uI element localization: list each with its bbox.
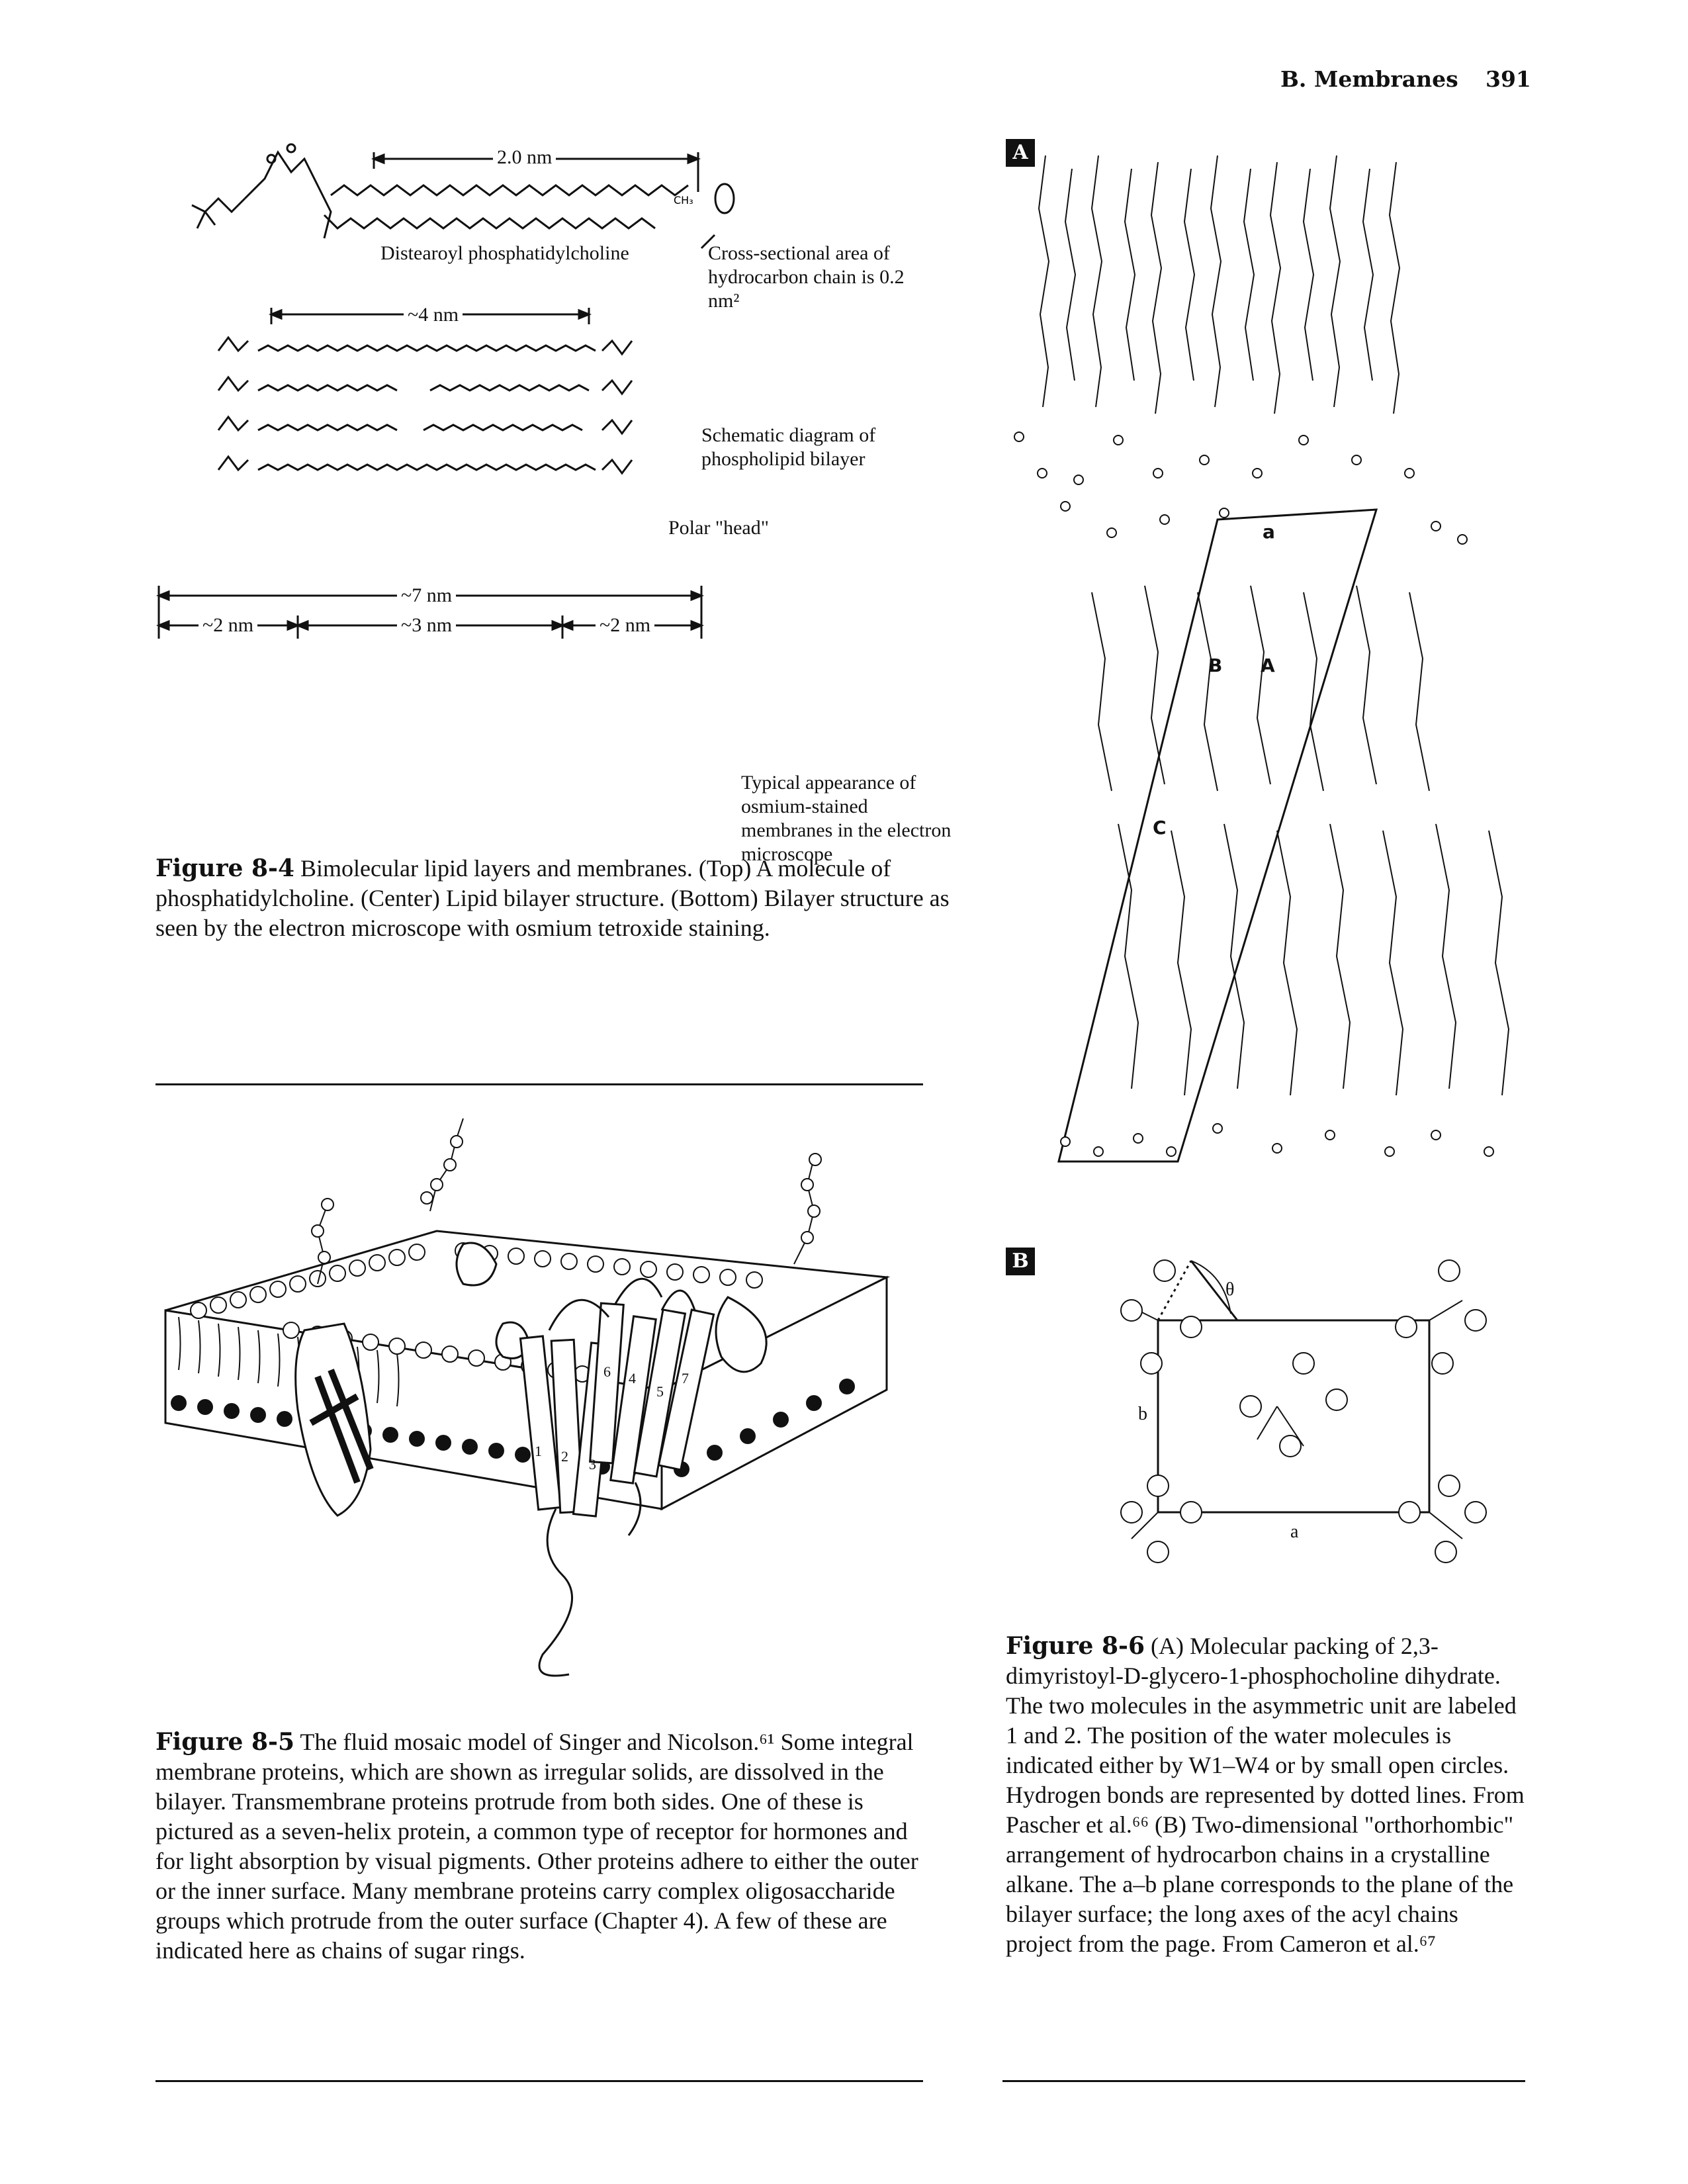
crystal-label-C: C <box>1153 817 1167 839</box>
dimension-right-2nm-label: ~2 nm <box>596 614 655 637</box>
lattice-a-label: a <box>1290 1522 1299 1542</box>
figure-8-6-caption-text: (A) Molecular packing of 2,3-dimyristoyl… <box>1006 1633 1525 1957</box>
molecule-name-label: Distearoyl phosphatidylcholine <box>380 242 629 264</box>
dimension-4nm-label: ~4 nm <box>404 303 463 327</box>
surface-protein <box>455 1242 498 1287</box>
sugar-chains <box>311 1118 822 1285</box>
integral-protein-right <box>715 1296 768 1373</box>
dimension-7nm-label: ~7 nm <box>397 584 457 608</box>
figure-8-6-bottom-rule <box>1002 2080 1525 2082</box>
bilayer-rows <box>217 336 633 475</box>
panel-a-tag: A <box>1006 139 1035 167</box>
em-appearance-label: Typical appearance of osmium-stained mem… <box>741 772 952 865</box>
orthorhombic-lattice-diagram: θ b a <box>1120 1259 1487 1563</box>
dimension-3nm-label: ~3 nm <box>397 614 457 637</box>
helix-label-7: 7 <box>682 1370 689 1387</box>
seven-helix-protein <box>519 1278 715 1677</box>
dimension-left-2nm-label: ~2 nm <box>199 614 258 637</box>
unit-cell-outline <box>1057 508 1378 1163</box>
bilayer-schematic <box>217 308 633 475</box>
fluid-mosaic-illustration: 1 2 3 4 5 6 7 <box>164 1118 891 1677</box>
dimension-2nm-label: 2.0 nm <box>493 146 556 169</box>
figure-8-4: CH₃ 2.0 nm Distearoyl phosphatidylcholin… <box>152 132 951 941</box>
figure-8-5: 1 2 3 4 5 6 7 Figure 8-5 The fluid mosai… <box>152 1112 933 2065</box>
cross-section-label: Cross-sectional area of hydrocarbon chai… <box>708 242 905 312</box>
figure-8-5-caption-title: Figure 8-5 <box>155 1728 295 1756</box>
theta-label: θ <box>1225 1279 1234 1300</box>
page-number: 391 <box>1486 66 1531 92</box>
upper-chains <box>1038 155 1401 414</box>
crystal-label-A: A <box>1261 655 1275 676</box>
crystal-label-B: B <box>1208 655 1222 676</box>
figure-8-5-bottom-rule <box>155 2080 923 2082</box>
hydrogen-atoms <box>1120 1259 1487 1563</box>
figure-8-5-caption-text: The fluid mosaic model of Singer and Nic… <box>155 1729 918 1964</box>
figure-8-4-bottom-rule <box>155 1083 923 1085</box>
figure-8-6-caption: Figure 8-6 (A) Molecular packing of 2,3-… <box>1006 1631 1529 1959</box>
panel-b-tag: B <box>1006 1248 1035 1275</box>
figure-8-4-caption-text: Bimolecular lipid layers and membranes. … <box>155 855 950 941</box>
helix-label-1: 1 <box>535 1443 542 1459</box>
lattice-b-label: b <box>1138 1404 1147 1424</box>
crystal-label-a: a <box>1263 521 1275 543</box>
figure-8-4-caption-title: Figure 8-4 <box>155 854 295 882</box>
running-header-section: B. Membranes <box>1280 66 1458 92</box>
water-circles <box>1014 432 1468 545</box>
figure-8-6: A <box>999 129 1542 2081</box>
figure-8-5-caption: Figure 8-5 The fluid mosaic model of Sin… <box>155 1727 926 1966</box>
polar-head-label: Polar "head" <box>668 517 769 539</box>
lower-chains <box>1091 585 1510 1096</box>
ch3-label: CH₃ <box>674 194 693 206</box>
helix-label-4: 4 <box>629 1370 636 1387</box>
helix-label-6: 6 <box>603 1363 611 1380</box>
helix-label-2: 2 <box>561 1448 568 1465</box>
crystal-packing-diagram: a B A C <box>1014 155 1510 1163</box>
figure-8-4-caption: Figure 8-4 Bimolecular lipid layers and … <box>155 854 950 943</box>
figure-8-6-caption-title: Figure 8-6 <box>1006 1632 1145 1660</box>
helix-label-5: 5 <box>656 1383 664 1400</box>
schematic-label: Schematic diagram of phospholipid bilaye… <box>701 424 876 470</box>
helix-label-3: 3 <box>589 1456 596 1473</box>
bottom-water-circles <box>1060 1123 1494 1157</box>
